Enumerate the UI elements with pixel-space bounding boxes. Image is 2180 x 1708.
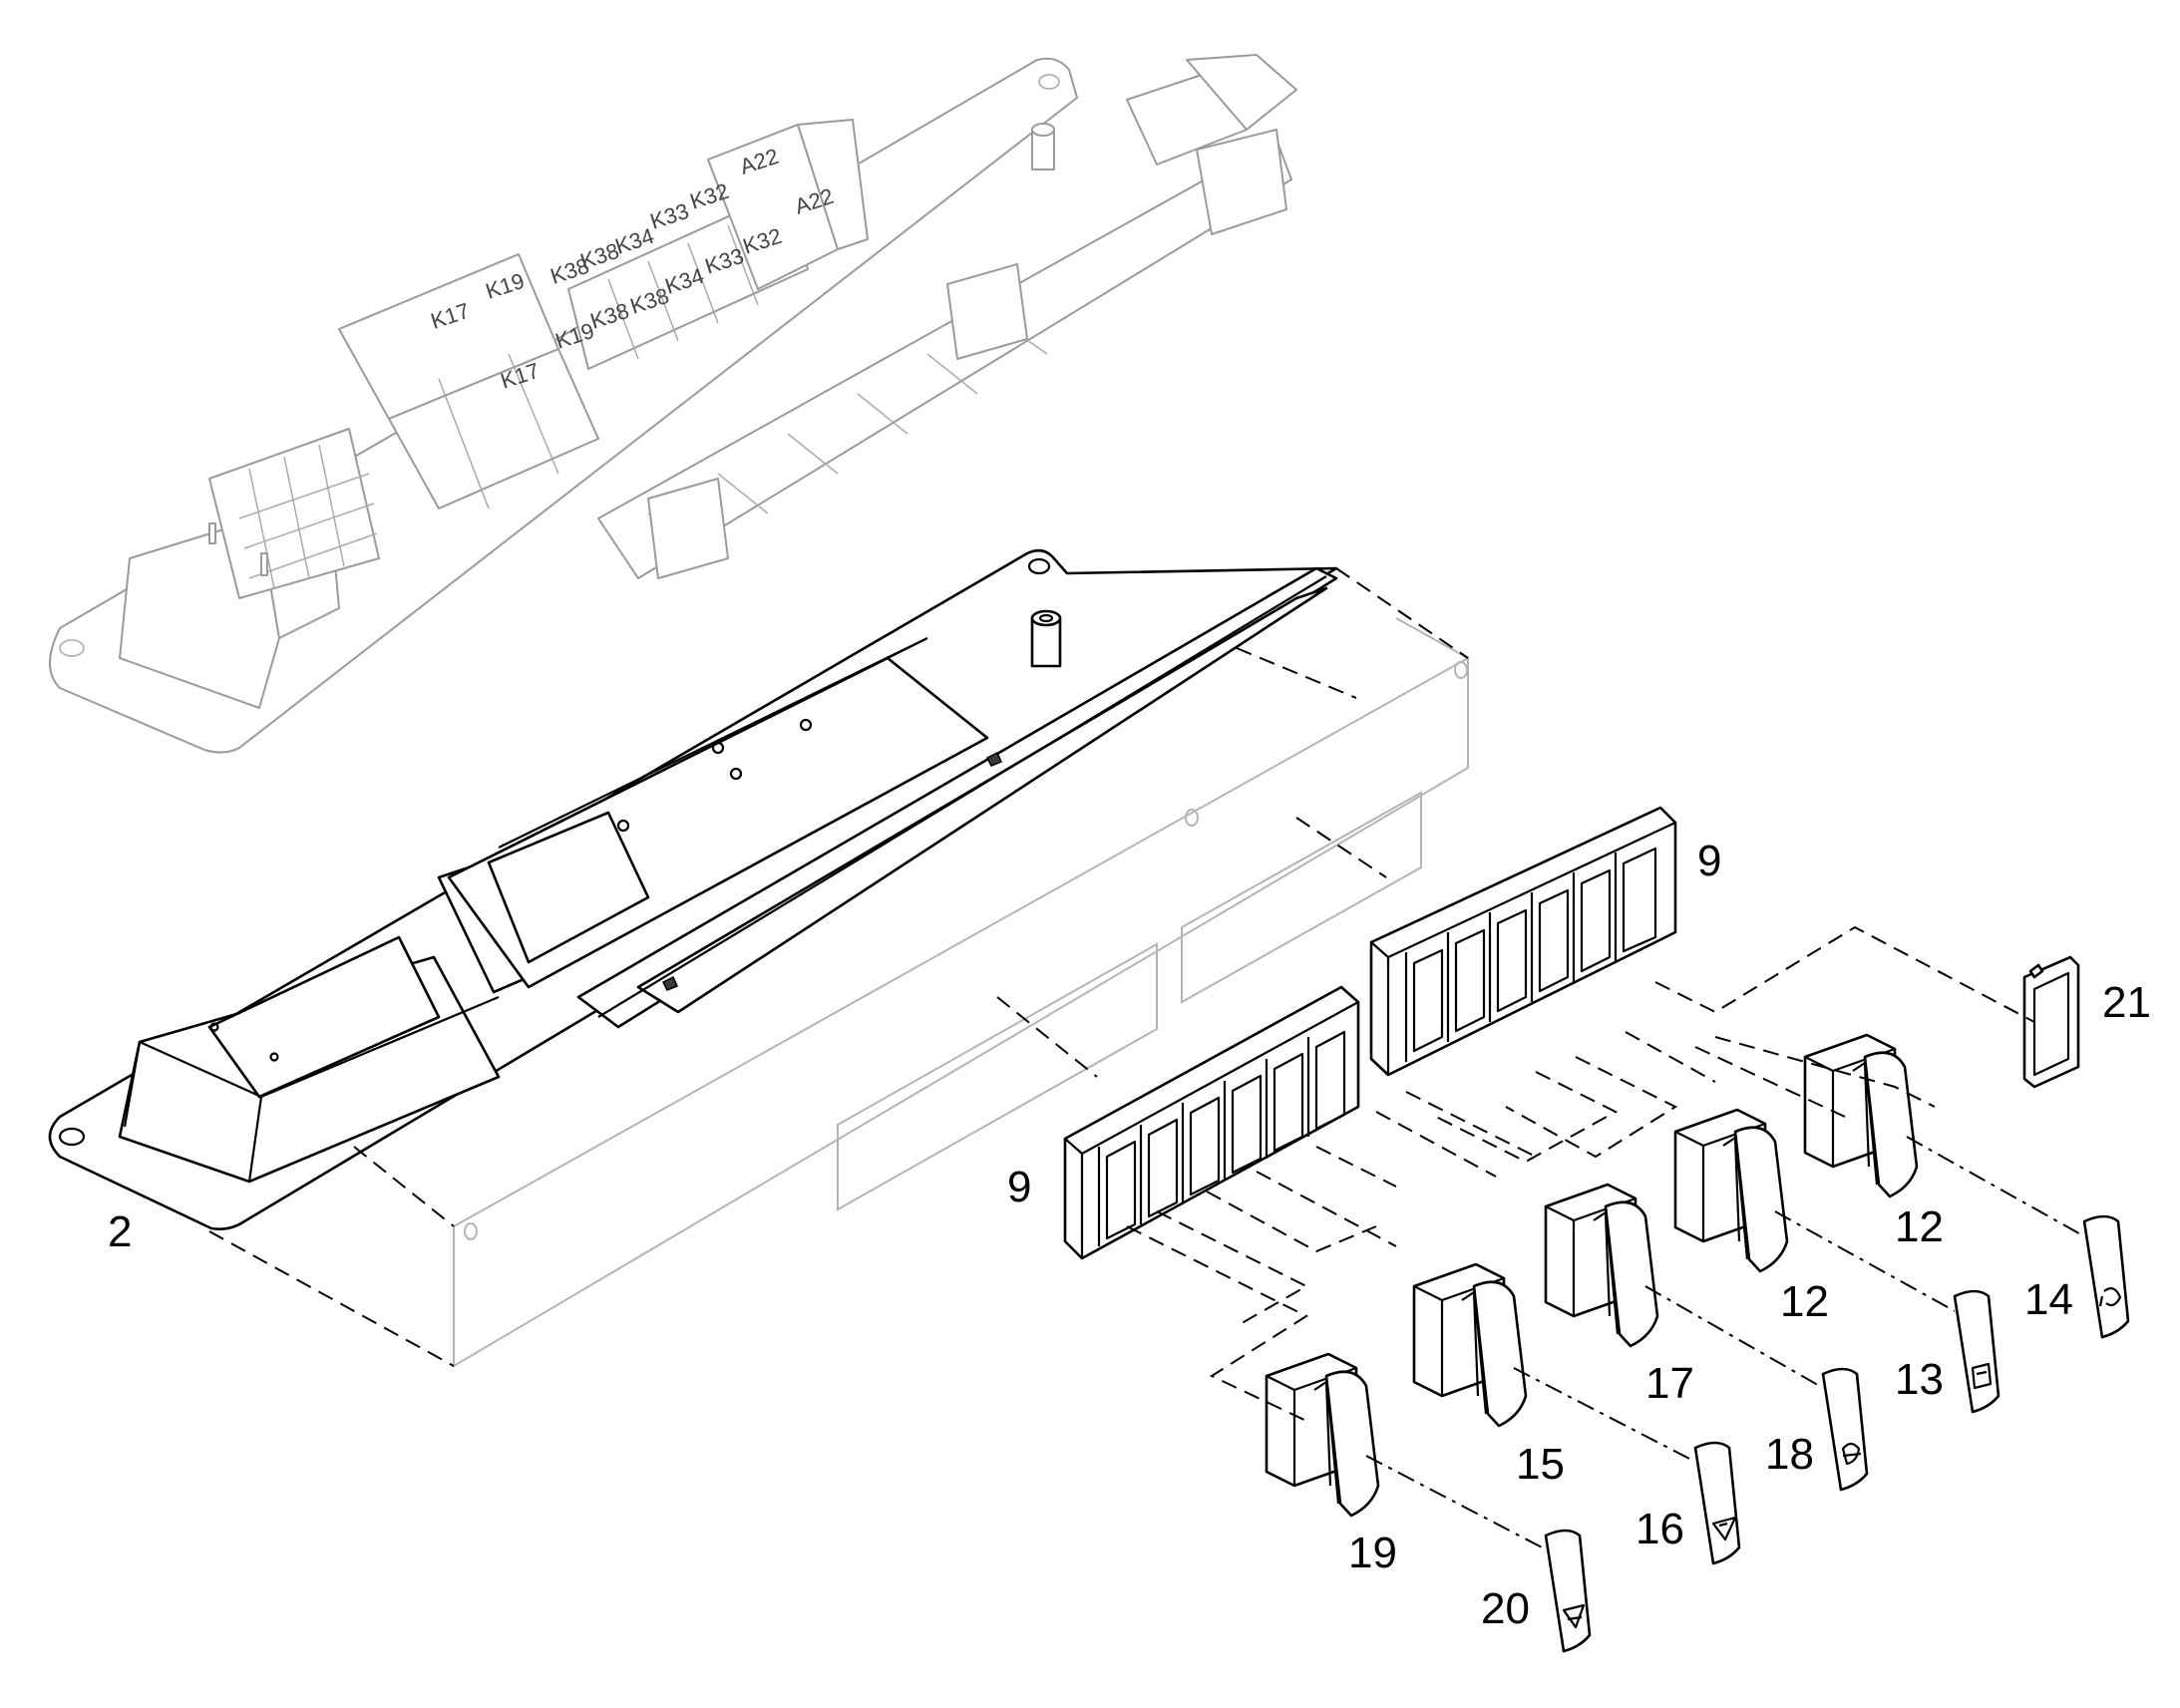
callout-9-lower: 9 (1007, 1163, 1031, 1211)
rocker-switch-12-upper (1803, 1033, 1919, 1198)
ghost-enclosure-box (453, 617, 1469, 1368)
callout-13: 13 (1895, 1355, 1944, 1404)
callout-20: 20 (1481, 1584, 1530, 1633)
lens-cap-16 (1693, 1441, 1741, 1565)
callout-16: 16 (1635, 1505, 1684, 1553)
lens-cap-18 (1821, 1367, 1869, 1492)
callout-9-upper: 9 (1697, 837, 1721, 885)
callout-15: 15 (1516, 1440, 1565, 1489)
callout-18: 18 (1765, 1430, 1814, 1479)
callout-labels: 2 9 9 12 12 13 14 15 16 17 18 19 20 21 (108, 837, 2151, 1633)
lens-cap-14 (2082, 1214, 2130, 1339)
callout-19: 19 (1348, 1529, 1397, 1577)
rocker-switch-12-lower (1673, 1108, 1789, 1273)
rocker-switch-19 (1265, 1352, 1380, 1518)
relay-label: K33 (647, 198, 692, 234)
rocker-switch-17 (1544, 1183, 1659, 1348)
rocker-switch-15 (1412, 1262, 1528, 1428)
callout-12-upper: 12 (1895, 1202, 1944, 1251)
callout-17: 17 (1645, 1359, 1694, 1408)
relay-label: K32 (687, 178, 732, 214)
blank-plug-21 (2022, 955, 2080, 1089)
part-2-base-tray (48, 548, 1338, 1230)
leader-lines (208, 567, 2085, 1550)
part-9-switch-frame-upper (1369, 806, 1677, 1077)
callout-21: 21 (2102, 978, 2151, 1027)
lens-cap-13 (1953, 1289, 2000, 1414)
ghost-relay-assembly: K17 K19 K17 K19 K38 K38 K34 K33 K32 A22 … (49, 54, 1297, 754)
callout-12-lower: 12 (1780, 1277, 1829, 1326)
part-9-switch-frame-lower (1063, 985, 1360, 1260)
callout-14: 14 (2024, 1275, 2073, 1324)
callout-2: 2 (108, 1207, 132, 1256)
lens-cap-20 (1544, 1529, 1592, 1653)
